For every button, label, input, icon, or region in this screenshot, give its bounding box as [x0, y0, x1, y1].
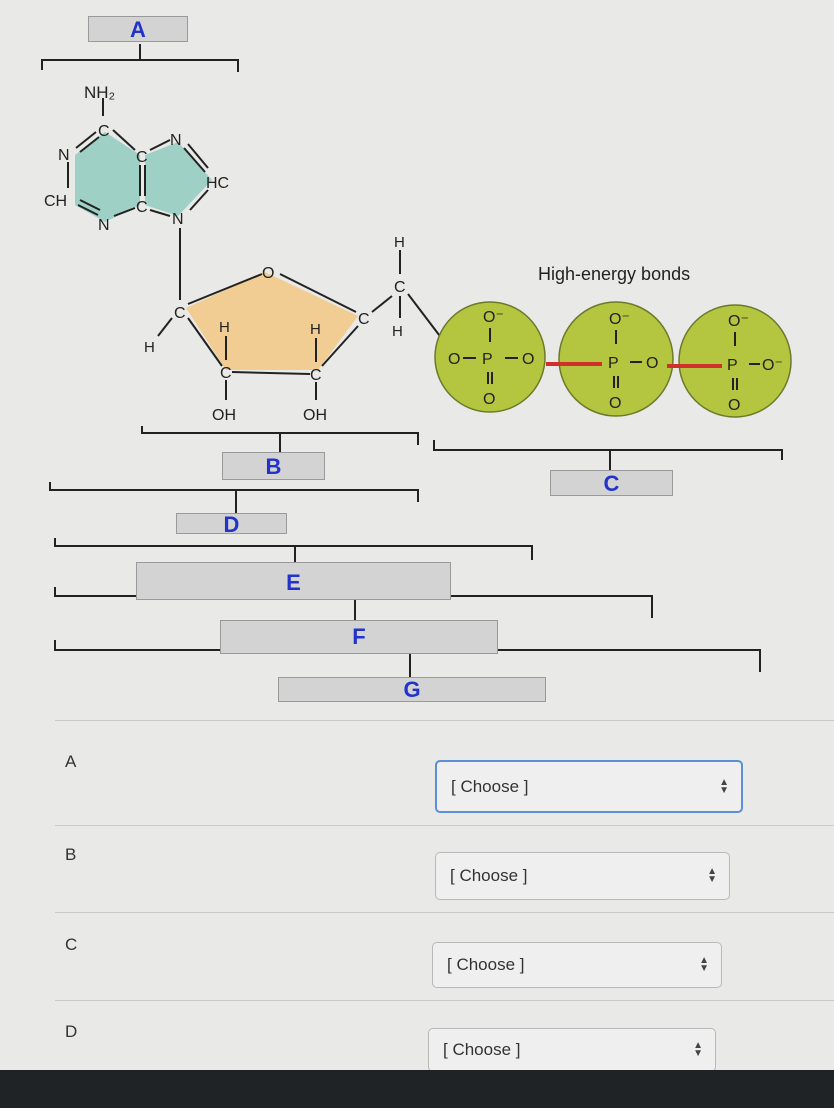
svg-text:O: O	[609, 395, 621, 412]
svg-text:OH: OH	[303, 407, 327, 424]
question-label-b: B	[65, 845, 77, 864]
label-box-e: E	[136, 562, 451, 600]
high-energy-bond-lines	[546, 362, 722, 368]
svg-text:N: N	[170, 132, 182, 149]
answer-select-a[interactable]: [ Choose ] ▲▼	[435, 760, 743, 813]
svg-text:P: P	[482, 351, 493, 368]
screen-bezel	[0, 1070, 834, 1108]
svg-text:O⁻: O⁻	[609, 311, 630, 328]
select-value: [ Choose ]	[447, 955, 525, 974]
select-arrows-icon: ▲▼	[699, 955, 709, 974]
label-box-c: C	[550, 470, 673, 496]
svg-text:O⁻: O⁻	[483, 309, 504, 326]
svg-text:NH₂: NH₂	[84, 83, 115, 102]
label-box-g: G	[278, 677, 546, 702]
divider	[55, 825, 834, 826]
svg-text:C: C	[310, 367, 322, 384]
svg-text:N: N	[58, 147, 70, 164]
svg-text:CH: CH	[44, 193, 67, 210]
select-value: [ Choose ]	[443, 1040, 521, 1059]
svg-text:H: H	[144, 339, 155, 356]
svg-text:O: O	[448, 351, 460, 368]
label-box-a: A	[88, 16, 188, 42]
svg-text:H: H	[310, 321, 321, 338]
svg-text:O⁻: O⁻	[762, 357, 783, 374]
svg-text:O: O	[646, 355, 658, 372]
svg-text:O⁻: O⁻	[728, 313, 749, 330]
svg-text:C: C	[358, 311, 370, 328]
select-value: [ Choose ]	[450, 866, 528, 885]
divider	[55, 720, 834, 721]
svg-text:O: O	[483, 391, 495, 408]
label-box-b: B	[222, 452, 325, 480]
label-box-f: F	[220, 620, 498, 654]
svg-text:HC: HC	[206, 175, 229, 192]
select-arrows-icon: ▲▼	[707, 866, 717, 885]
answer-select-d[interactable]: [ Choose ] ▲▼	[428, 1028, 716, 1072]
select-value: [ Choose ]	[451, 776, 529, 796]
svg-text:O: O	[522, 351, 534, 368]
adenine: NH₂ C N C N HC CH C N N	[44, 83, 229, 300]
svg-text:P: P	[727, 357, 738, 374]
svg-text:C: C	[174, 305, 186, 322]
high-energy-bonds-label: High-energy bonds	[538, 264, 690, 284]
phosphate-groups: High-energy bonds O⁻ O P O O O⁻ P O O O⁻…	[434, 264, 792, 418]
question-label-a: A	[65, 752, 77, 771]
svg-text:H: H	[394, 234, 405, 251]
svg-text:H: H	[219, 319, 230, 336]
question-label-d: D	[65, 1022, 78, 1041]
divider	[55, 1000, 834, 1001]
label-box-d: D	[176, 513, 287, 536]
svg-text:O: O	[262, 265, 274, 282]
svg-text:P: P	[608, 355, 619, 372]
svg-text:C: C	[136, 199, 148, 216]
svg-text:C: C	[136, 149, 148, 166]
answer-select-b[interactable]: [ Choose ] ▲▼	[435, 852, 730, 900]
select-arrows-icon: ▲▼	[719, 776, 729, 796]
svg-text:N: N	[98, 217, 110, 234]
svg-text:N: N	[172, 211, 184, 228]
svg-text:O: O	[728, 397, 740, 414]
select-arrows-icon: ▲▼	[693, 1040, 703, 1059]
svg-text:OH: OH	[212, 407, 236, 424]
ribose: O C H H C OH H C OH C H C H	[144, 234, 453, 424]
svg-text:C: C	[220, 365, 232, 382]
answer-select-c[interactable]: [ Choose ] ▲▼	[432, 942, 722, 988]
question-label-c: C	[65, 935, 78, 954]
atp-diagram: NH₂ C N C N HC CH C N N O C H H C OH	[41, 44, 792, 677]
svg-text:C: C	[394, 279, 406, 296]
divider	[55, 912, 834, 913]
svg-text:C: C	[98, 123, 110, 140]
svg-text:H: H	[392, 323, 403, 340]
